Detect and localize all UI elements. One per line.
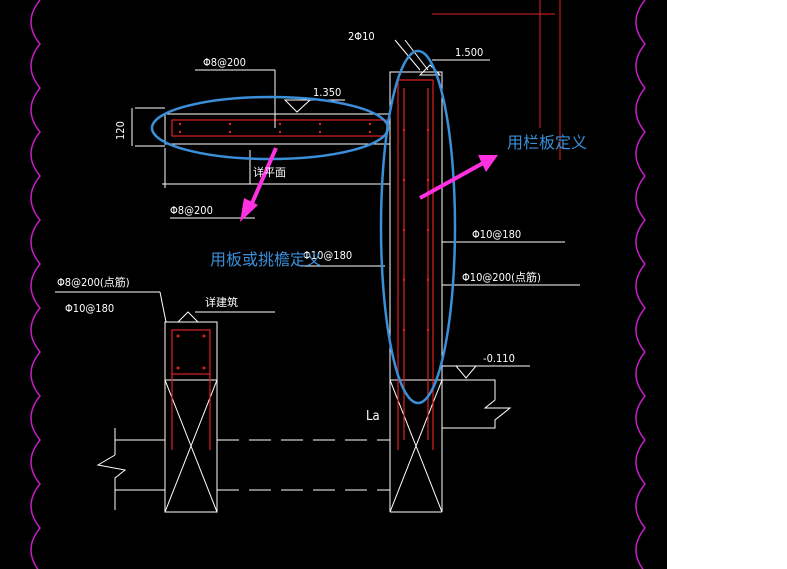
parapet-rebar-top-label: 2Φ10 (348, 30, 375, 43)
right-revision-cloud (635, 0, 646, 569)
parapet-level-label: 1.500 (455, 46, 483, 59)
leader-lines (55, 39, 580, 323)
detail-drawing: Φ8@200 1.350 120 详平面 Φ8@200 2Φ10 1.500 Φ… (30, 0, 646, 569)
slab-definition-annotation: 用板或挑檐定义 (210, 250, 322, 269)
top-rebar-label: Φ8@200 (203, 56, 246, 69)
left-column (164, 311, 218, 513)
slab-thickness-label: 120 (114, 121, 127, 140)
slab-rebar-dots (178, 122, 372, 134)
left-section-mark-label: 详建筑 (205, 295, 238, 309)
foundation-lines (96, 428, 390, 510)
slab-level-label: 1.350 (313, 86, 341, 99)
section-mark-label: 详平面 (253, 165, 286, 179)
parapet-rebar (397, 79, 434, 450)
ground-level-label: -0.110 (483, 352, 515, 365)
cad-canvas: Φ8@200 1.350 120 详平面 Φ8@200 2Φ10 1.500 Φ… (0, 0, 667, 569)
ground-level (442, 365, 530, 429)
anchor-length-label: La (366, 409, 380, 424)
slab-pointer-arrow (240, 147, 278, 222)
parapet-pointer-arrow (419, 155, 498, 200)
slab-level-marker (283, 99, 312, 113)
left-column-rebar (171, 329, 211, 450)
parapet-rebar-dots (402, 128, 430, 332)
bottom-rebar-label: Φ8@200 (170, 204, 213, 217)
wall-rebar-label: Φ10@180 (303, 249, 352, 262)
top-right-red-lines (432, 0, 561, 160)
left-rebar-label-2: Φ10@180 (65, 302, 114, 315)
slab-highlight-ellipse (150, 95, 390, 161)
left-revision-cloud (30, 0, 41, 569)
left-rebar-label-1: Φ8@200(点筋) (57, 275, 130, 289)
parapet-highlight-ellipse (379, 49, 457, 405)
parapet-horizontal-rebar-label: Φ10@200(点筋) (462, 270, 541, 284)
left-column-rebar-dots (176, 334, 206, 370)
parapet-definition-annotation: 用栏板定义 (507, 133, 587, 152)
parapet-vertical-rebar-label: Φ10@180 (472, 228, 521, 241)
slab-rebar (171, 119, 388, 137)
